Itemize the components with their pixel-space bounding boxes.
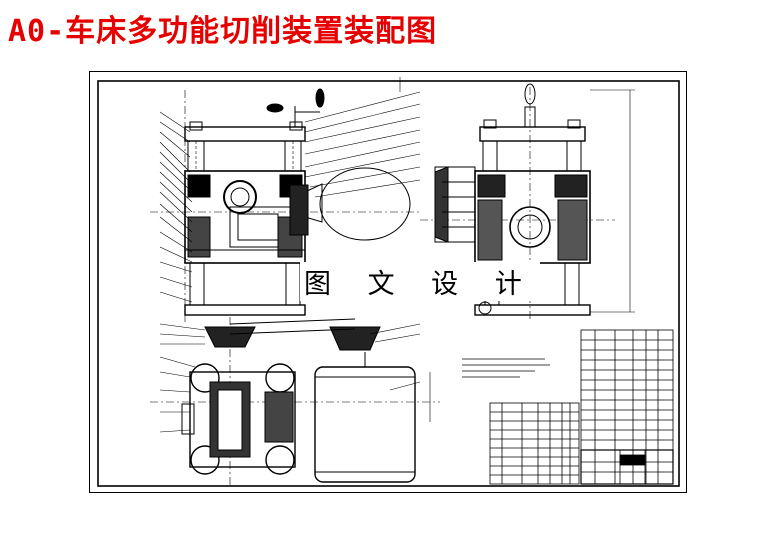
plan-view [150,317,440,486]
page-title: A0-车床多功能切削装置装配图 [8,14,438,49]
front-view [150,88,420,322]
leader-lines-left [159,111,193,303]
watermark-text: 图 文 设 计 [300,262,540,301]
leader-lines-right [304,77,421,198]
side-view [420,83,635,322]
parts-list-table [489,329,674,485]
inner-border [97,80,680,487]
leader-lines-bottom [159,323,421,433]
technical-notes [462,358,550,378]
assembly-drawing [97,77,680,487]
drawing-sheet: 图 文 设 计 [89,71,687,493]
